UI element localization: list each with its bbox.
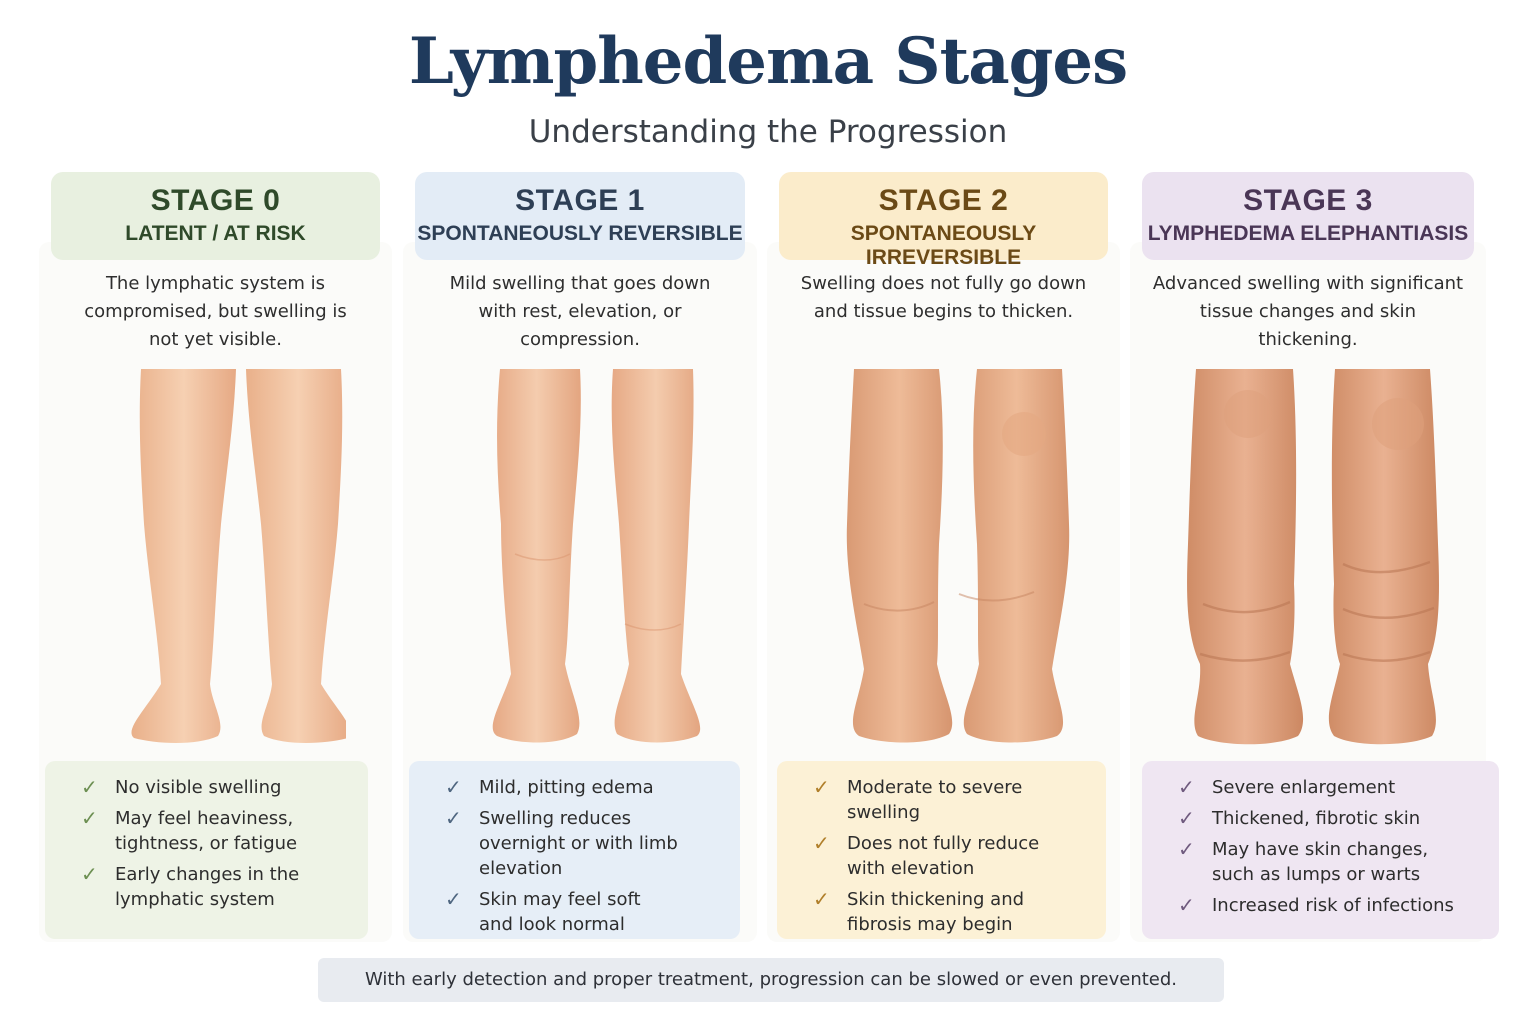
stage-0-column: STAGE 0 LATENT / AT RISK The lymphatic s…: [39, 172, 392, 942]
list-item: ✓Skin thickening and fibrosis may begin: [813, 887, 1025, 935]
checkmark-icon: ✓: [81, 862, 98, 886]
right-leg: [963, 369, 1069, 743]
checkmark-icon: ✓: [81, 775, 98, 799]
checkmark-icon: ✓: [445, 775, 462, 799]
checkmark-icon: ✓: [1178, 893, 1195, 917]
stage-3-subtitle: LYMPHEDEMA ELEPHANTIASIS: [1147, 222, 1469, 245]
checkmark-icon: ✓: [1178, 837, 1195, 861]
list-item: ✓Moderate to severe swelling: [813, 775, 1023, 823]
list-item: ✓Skin may feel soft and look normal: [445, 887, 641, 935]
stage-0-header: STAGE 0 LATENT / AT RISK: [51, 172, 380, 260]
stage-3-description: Advanced swelling with significant tissu…: [1152, 273, 1464, 350]
checkmark-icon: ✓: [445, 806, 462, 830]
stage-1-legs-illustration: [415, 364, 745, 754]
checkmark-icon: ✓: [1178, 775, 1195, 799]
right-leg: [611, 369, 701, 743]
left-leg: [130, 369, 236, 743]
checkmark-icon: ✓: [813, 831, 830, 855]
checkmark-icon: ✓: [1178, 806, 1195, 830]
stage-1-column: STAGE 1 SPONTANEOUSLY REVERSIBLE Mild sw…: [403, 172, 757, 942]
list-item: ✓Does not fully reduce with elevation: [813, 831, 1040, 879]
stage-1-header: STAGE 1 SPONTANEOUSLY REVERSIBLE: [415, 172, 745, 260]
stage-2-legs-illustration: [779, 364, 1108, 754]
stage-1-bullets: ✓Mild, pitting edema ✓Swelling reduces o…: [409, 761, 740, 939]
right-leg: [1328, 369, 1439, 745]
list-item: ✓Early changes in the lymphatic system: [81, 862, 300, 910]
stage-0-subtitle: LATENT / AT RISK: [125, 222, 306, 245]
stage-2-subtitle: SPONTANEOUSLY IRREVERSIBLE: [850, 222, 1037, 269]
stage-3-column: STAGE 3 LYMPHEDEMA ELEPHANTIASIS Advance…: [1130, 172, 1499, 942]
list-item: ✓Severe enlargement: [1178, 775, 1396, 799]
stage-3-title: STAGE 3: [1243, 184, 1373, 217]
list-item: ✓Mild, pitting edema: [445, 775, 654, 799]
stage-0-title: STAGE 0: [150, 184, 281, 217]
left-leg: [492, 369, 581, 743]
stage-1-subtitle: SPONTANEOUSLY REVERSIBLE: [417, 222, 743, 245]
checkmark-icon: ✓: [813, 775, 830, 799]
list-item: ✓Swelling reduces overnight or with limb…: [445, 806, 678, 879]
list-item: ✓No visible swelling: [81, 775, 282, 799]
stage-2-header: STAGE 2 SPONTANEOUSLY IRREVERSIBLE: [779, 172, 1108, 269]
checkmark-icon: ✓: [445, 887, 462, 911]
stage-2-column: STAGE 2 SPONTANEOUSLY IRREVERSIBLE Swell…: [767, 172, 1120, 942]
stage-0-legs-illustration: [51, 364, 380, 754]
footer-note: With early detection and proper treatmen…: [318, 958, 1224, 1002]
stage-0-description: The lymphatic system is compromised, but…: [84, 273, 347, 350]
list-item: ✓May have skin changes, such as lumps or…: [1178, 837, 1429, 885]
stage-1-description: Mild swelling that goes down with rest, …: [449, 273, 711, 350]
stage-2-bullets: ✓Moderate to severe swelling ✓Does not f…: [777, 761, 1106, 939]
left-leg: [846, 369, 952, 743]
stage-3-bullets: ✓Severe enlargement ✓Thickened, fibrotic…: [1142, 761, 1499, 939]
left-leg: [1187, 369, 1304, 745]
page-title: Lymphedema Stages: [408, 24, 1128, 99]
stage-1-title: STAGE 1: [515, 184, 645, 217]
checkmark-icon: ✓: [81, 806, 98, 830]
list-item: ✓May feel heaviness, tightness, or fatig…: [81, 806, 298, 854]
stage-2-title: STAGE 2: [878, 184, 1009, 217]
list-item: ✓Thickened, fibrotic skin: [1178, 806, 1421, 830]
stage-0-bullets: ✓No visible swelling ✓May feel heaviness…: [45, 761, 368, 939]
page-subtitle: Understanding the Progression: [528, 114, 1008, 150]
stage-3-header: STAGE 3 LYMPHEDEMA ELEPHANTIASIS: [1142, 172, 1474, 260]
checkmark-icon: ✓: [813, 887, 830, 911]
stage-3-legs-illustration: [1142, 364, 1474, 754]
list-item: ✓Increased risk of infections: [1178, 893, 1454, 917]
stage-2-description: Swelling does not fully go down and tiss…: [800, 273, 1087, 322]
right-leg: [245, 369, 346, 743]
